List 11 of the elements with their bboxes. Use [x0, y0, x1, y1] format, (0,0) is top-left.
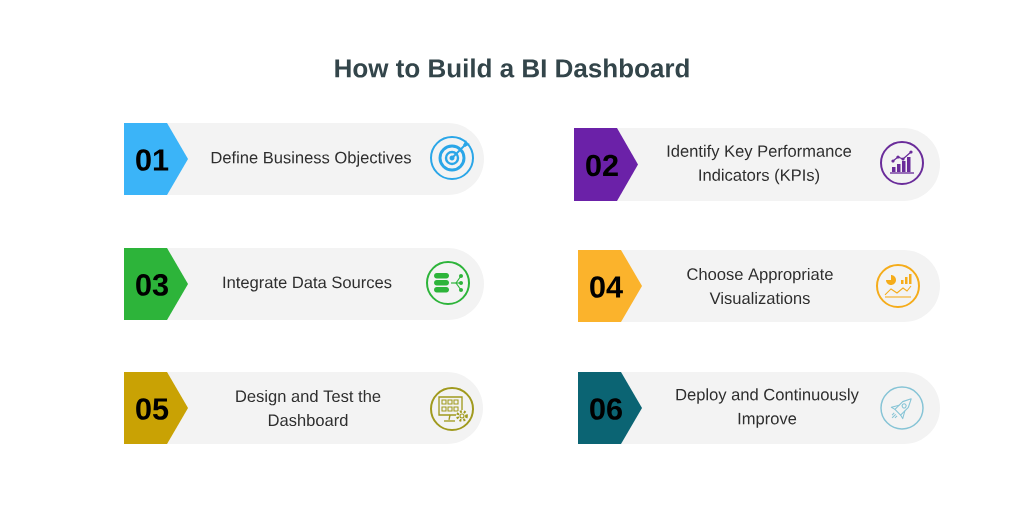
- step-card: Deploy and Continuously Improve 06: [578, 372, 940, 444]
- step-card: Identify Key Performance Indicators (KPIs) 02: [574, 128, 940, 201]
- step-card: Choose Appropriate Visualizations 04: [578, 250, 940, 322]
- number-tab: 01: [124, 123, 188, 195]
- number-tab: 02: [574, 128, 638, 201]
- number-tab: 04: [578, 250, 642, 322]
- number-tab: 03: [124, 248, 188, 320]
- number-tab: 06: [578, 372, 642, 444]
- title: How to Build a BI Dashboard: [335, 58, 689, 78]
- number-tab: 05: [124, 372, 188, 444]
- step-card: Design and Test the Dashboard 05: [124, 372, 483, 444]
